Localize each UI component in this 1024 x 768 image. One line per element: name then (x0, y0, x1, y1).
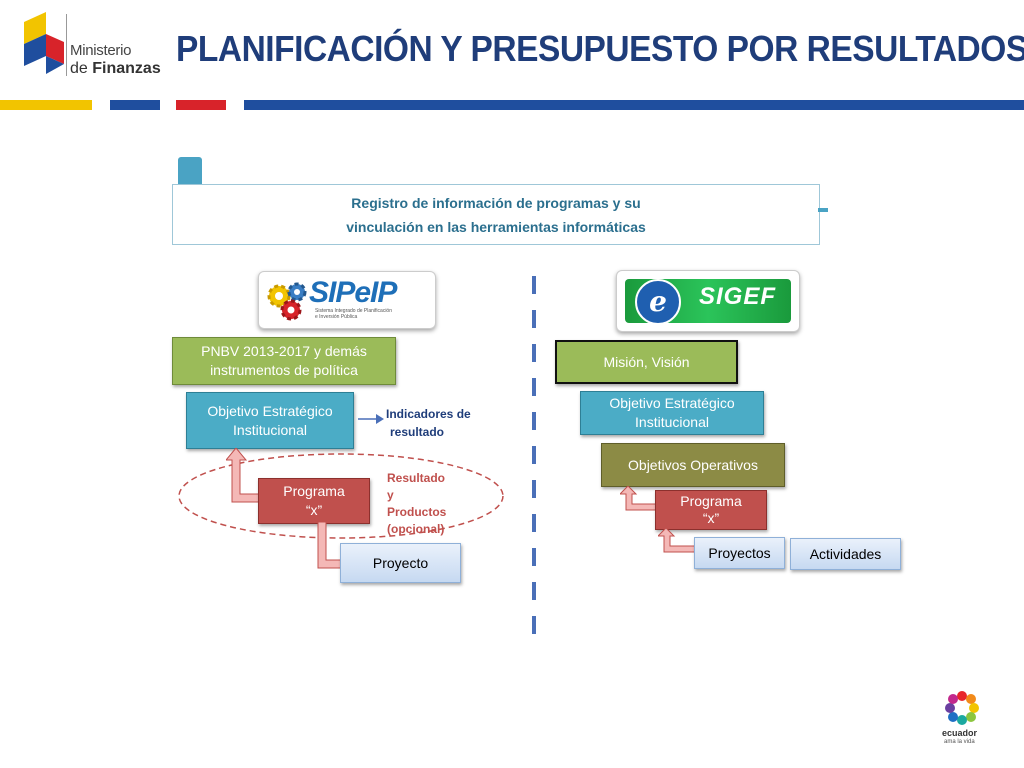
registro-line2: vinculación en las herramientas informát… (346, 219, 646, 235)
registro-box: Registro de información de programas y s… (172, 184, 820, 245)
svg-text:e: e (649, 285, 667, 318)
registro-line1: Registro de información de programas y s… (351, 195, 641, 211)
ecuador-brand-text: ecuador (942, 728, 978, 738)
objetivos-operativos-box: Objetivos Operativos (601, 443, 785, 487)
stripe-red (176, 100, 226, 110)
e-globe-icon: e (635, 279, 681, 325)
arrow-right-icon (358, 414, 384, 424)
stripe-blue-1 (110, 100, 160, 110)
elbow-arrow-icon-right-1 (620, 486, 660, 511)
proyectos-box: Proyectos (694, 537, 785, 569)
mision-vision-box: Misión, Visión (555, 340, 738, 384)
gears-icon (267, 282, 307, 321)
logo-divider (66, 14, 67, 76)
actividades-box: Actividades (790, 538, 901, 570)
page-title: PLANIFICACIÓN Y PRESUPUESTO POR RESULTAD… (176, 28, 1024, 69)
ecuador-flower-icon (945, 691, 979, 725)
ecuador-tagline-text: ama la vida (944, 739, 975, 745)
vertical-divider (532, 276, 536, 636)
programa-right-box: Programa“x” (655, 490, 767, 530)
sipeip-logo-text: SIPeIP (309, 276, 397, 309)
elbow-connector-icon (317, 522, 346, 569)
stripe-yellow (0, 100, 92, 110)
sigef-logo: e SIGEF (616, 270, 800, 332)
registro-dash (818, 208, 828, 212)
proyecto-box: Proyecto (340, 543, 461, 583)
stripe-blue-2 (244, 100, 1024, 110)
ministerio-logo-icon (24, 12, 64, 74)
sigef-logo-text: SIGEF (699, 283, 777, 310)
elbow-arrow-icon-right-2 (658, 528, 698, 553)
sipeip-logo: SIPeIP Sistema Integrado de Planificació… (258, 271, 436, 329)
logo-finanzas-text: de Finanzas (70, 60, 161, 77)
dashed-ellipse (178, 453, 504, 539)
programa-left-box: Programa“x” (258, 478, 370, 524)
logo-ministerio-text: Ministerio (70, 42, 132, 59)
